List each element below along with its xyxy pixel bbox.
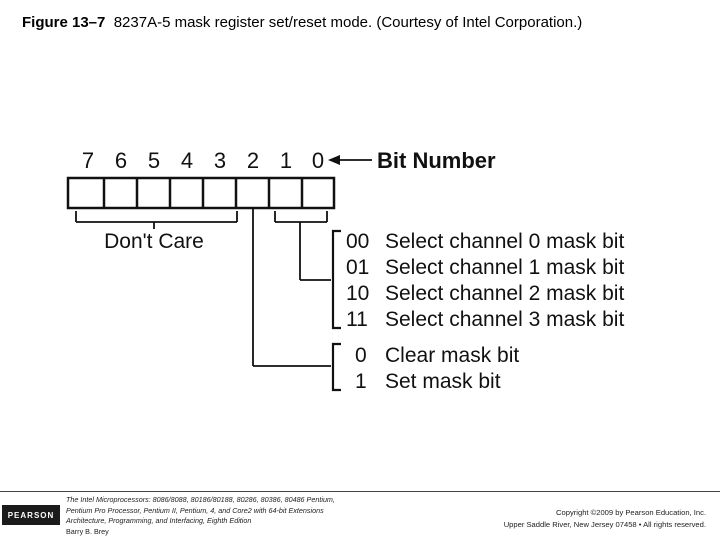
- mask-option-text: Set mask bit: [385, 370, 501, 393]
- copyright-line: Upper Saddle River, New Jersey 07458 • A…: [503, 520, 706, 529]
- figure-title: Figure 13–7 8237A-5 mask register set/re…: [22, 14, 582, 31]
- book-author: Barry B. Brey: [66, 526, 109, 536]
- mask-options-bracket: [331, 342, 341, 392]
- bit-number-label: Bit Number: [377, 148, 496, 173]
- mask-register-diagram: 7 6 5 4 3 2 1 0 Bit Number Don't Care: [66, 148, 624, 393]
- footer-divider: [0, 491, 720, 492]
- pearson-logo: PEARSON: [2, 505, 60, 525]
- channel-options-bracket: [331, 229, 341, 330]
- mask-option-code: 1: [355, 370, 367, 393]
- bit-number-7: 7: [82, 148, 94, 173]
- bit-number-3: 3: [214, 148, 226, 173]
- channel-option-code: 00: [346, 230, 369, 253]
- book-line: Architecture, Programming, and Interfaci…: [66, 516, 252, 525]
- channel-option-code: 10: [346, 282, 369, 305]
- copyright-line: Copyright ©2009 by Pearson Education, In…: [556, 508, 706, 517]
- dont-care-bracket: [75, 211, 238, 229]
- bit-number-2: 2: [247, 148, 259, 173]
- dont-care-label: Don't Care: [104, 230, 204, 253]
- figure-number: Figure 13–7: [22, 14, 106, 31]
- copyright-notice: Copyright ©2009 by Pearson Education, In…: [504, 507, 706, 531]
- channel-option-text: Select channel 3 mask bit: [385, 308, 624, 331]
- bit-number-0: 0: [312, 148, 324, 173]
- bit-number-1: 1: [280, 148, 292, 173]
- register-cells: [66, 176, 336, 210]
- book-line: Pentium Pro Processor, Pentium II, Penti…: [66, 505, 324, 515]
- register-cell-dividers: [102, 178, 304, 208]
- channel-option-text: Select channel 1 mask bit: [385, 256, 624, 279]
- mask-option-code: 0: [355, 344, 367, 367]
- book-citation: The Intel Microprocessors: 8086/8088, 80…: [66, 495, 406, 537]
- channel-option-code: 11: [346, 308, 368, 331]
- book-line: The Intel Microprocessors: 8086/8088, 80…: [66, 495, 335, 504]
- bit-number-5: 5: [148, 148, 160, 173]
- channel-option-text: Select channel 0 mask bit: [385, 230, 624, 253]
- channel-select-connector: [274, 211, 331, 281]
- figure-caption: 8237A-5 mask register set/reset mode. (C…: [113, 14, 583, 31]
- bit-number-arrow: [328, 155, 372, 165]
- channel-option-text: Select channel 2 mask bit: [385, 282, 624, 305]
- mask-bit-connector: [252, 208, 331, 367]
- channel-option-code: 01: [346, 256, 369, 279]
- mask-option-text: Clear mask bit: [385, 344, 519, 367]
- bit-number-6: 6: [115, 148, 127, 173]
- bit-number-4: 4: [181, 148, 193, 173]
